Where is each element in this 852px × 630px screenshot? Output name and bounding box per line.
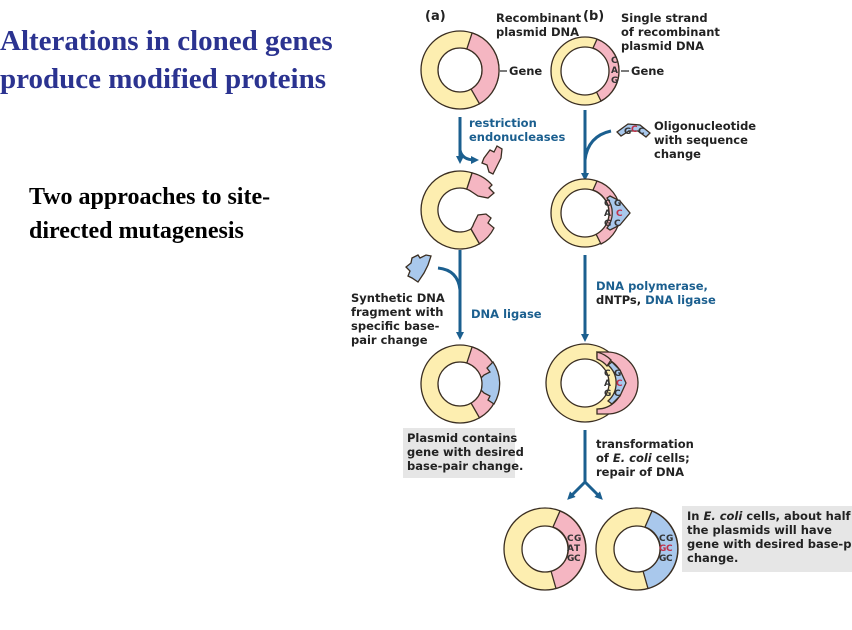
dntps-text: dNTPs, (596, 293, 645, 307)
orig-pair-2-a: A (567, 544, 574, 554)
oligo-label-2: with sequence (654, 133, 748, 147)
b2-oligo-base-2: C (616, 209, 623, 219)
panel-a-gene-label: Gene (509, 64, 542, 78)
orig-pair-1-a: C (567, 534, 574, 544)
plasmid-b-result-mutated (595, 507, 679, 591)
b2-orig-base-3: G (604, 219, 611, 229)
fragment-label-4: pair change (351, 333, 428, 347)
dna-ligase-text: DNA ligase (645, 293, 716, 307)
excised-gene-fragment (481, 145, 503, 175)
b1-base-2: A (611, 66, 618, 76)
oligo-base-3: C (638, 127, 645, 137)
b2-orig-base-2: A (604, 209, 611, 219)
plasmid-a-initial (420, 30, 500, 110)
panel-b-result-note-box (682, 506, 852, 572)
plasmid-a-cut (420, 170, 495, 250)
panel-a-note-1: Plasmid contains (407, 431, 517, 445)
b3-oligo-base-2: C (616, 379, 623, 389)
panel-a-label: (a) (425, 9, 446, 24)
panel-b-start-label-1: Single strand (621, 11, 708, 25)
orig-pair-1-b: G (574, 534, 581, 544)
b1-base-3: G (611, 76, 618, 86)
panel-b-note-4: change. (687, 551, 738, 565)
panel-a-start-label-2: plasmid DNA (496, 25, 579, 39)
panel-b-start-label-3: plasmid DNA (621, 39, 704, 53)
panel-b-label: (b) (583, 9, 604, 24)
b3-orig-base-1: C (604, 369, 611, 379)
plasmid-b-result-original (503, 507, 587, 591)
plasmid-b-extended (545, 343, 639, 423)
panel-a-step2-label: DNA ligase (471, 307, 542, 321)
oligonucleotide: G C C (616, 123, 651, 138)
panel-a-start-label-1: Recombinant (496, 11, 582, 25)
mut-pair-2-a: G (659, 544, 666, 554)
oligo-base-1: G (624, 127, 631, 137)
panel-b-step3-line-1: transformation (596, 437, 694, 451)
panel-b-step3-line-3: repair of DNA (596, 465, 684, 479)
oligo-base-2: C (631, 125, 638, 135)
slide-title-line-2: produce modified proteins (0, 63, 327, 95)
panel-a-note-2: gene with desired (407, 445, 524, 459)
b1-base-1: C (611, 56, 618, 66)
mut-pair-1-b: G (666, 534, 673, 544)
b3-oligo-base-1: G (614, 369, 621, 379)
b3-orig-base-2: A (604, 379, 611, 389)
plasmid-b-single-strand (550, 36, 620, 106)
slide-title-line-1: Alterations in cloned genes (0, 25, 333, 57)
synthetic-dna-fragment (405, 254, 432, 283)
panel-a-result-note-box (403, 428, 515, 478)
panel-a-note-3: base-pair change. (407, 459, 523, 473)
fragment-label-1: Synthetic DNA (351, 291, 445, 305)
plasmid-b-annealed (550, 178, 631, 248)
mut-pair-1-a: C (659, 534, 666, 544)
slide-subtitle: Two approaches to site- directed mutagen… (29, 180, 359, 248)
b2-orig-base-1: C (604, 199, 611, 209)
panel-b-gene-label: Gene (631, 64, 664, 78)
panel-b-note-3: gene with desired base-pair (687, 537, 852, 551)
panel-a-step1-line-2: endonucleases (469, 130, 565, 144)
panel-b-start-label-2: of recombinant (621, 25, 720, 39)
fragment-label-2: fragment with (351, 305, 443, 319)
mut-pair-2-b: C (666, 544, 673, 554)
b2-oligo-base-3: C (614, 219, 621, 229)
b3-orig-base-3: G (604, 389, 611, 399)
b3-oligo-base-3: C (614, 389, 621, 399)
orig-pair-3-a: G (567, 554, 574, 564)
slide-title: Alterations in cloned genes produce modi… (0, 22, 400, 98)
slide-subtitle-line-1: Two approaches to site- (29, 184, 271, 210)
oligo-label-3: change (654, 147, 701, 161)
orig-pair-2-b: T (574, 544, 581, 554)
slide-subtitle-line-2: directed mutagenesis (29, 218, 244, 244)
fragment-label-3: specific base- (351, 319, 440, 333)
b2-oligo-base-1: G (614, 199, 621, 209)
panel-a-step1-line-1: restriction (469, 116, 537, 130)
plasmid-a-result (420, 344, 501, 424)
panel-b-note-1: In E. coli cells, about half (687, 509, 852, 523)
panel-b-step3-line-2: of E. coli cells; (596, 451, 690, 465)
panel-b-step2-line-1: DNA polymerase, (596, 279, 708, 293)
mut-pair-3-a: G (659, 554, 666, 564)
result-original-base-pairs: C G A T G C (567, 534, 581, 564)
mut-pair-3-b: C (666, 554, 673, 564)
orig-pair-3-b: C (574, 554, 581, 564)
result-mutated-base-pairs: C G G C G C (659, 534, 673, 564)
oligo-label-1: Oligonucleotide (654, 119, 756, 133)
panel-b-step2-line-2: dNTPs, DNA ligase (596, 293, 716, 307)
panel-b-note-2: the plasmids will have (687, 523, 832, 537)
